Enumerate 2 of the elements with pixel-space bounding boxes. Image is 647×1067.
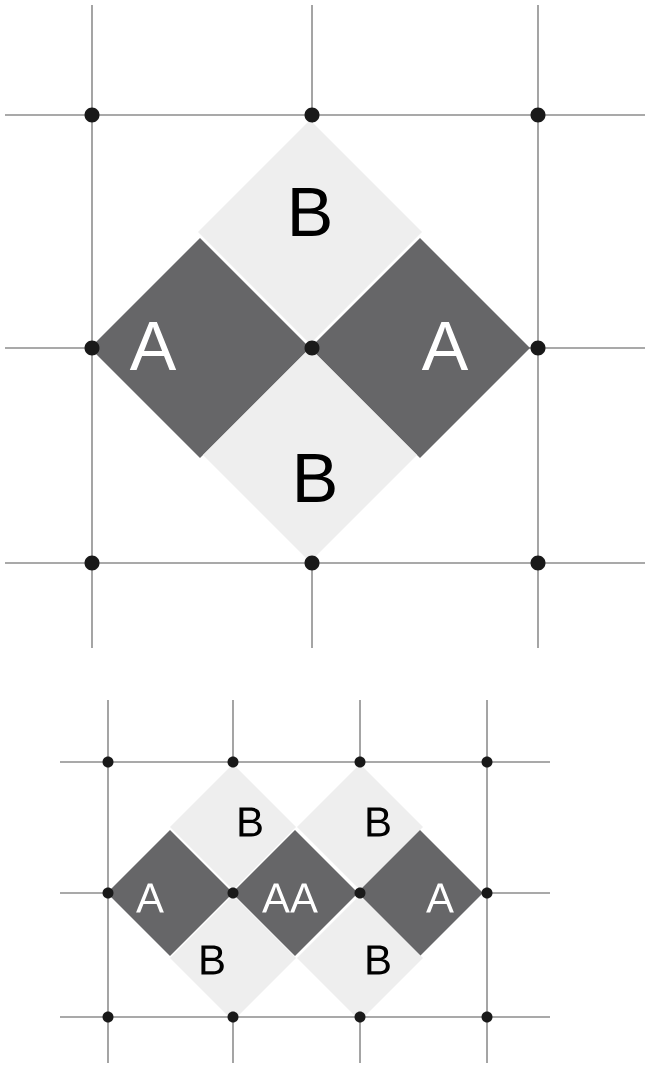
diamond-tile: B — [203, 348, 417, 562]
diamond-tile: B — [198, 120, 422, 344]
